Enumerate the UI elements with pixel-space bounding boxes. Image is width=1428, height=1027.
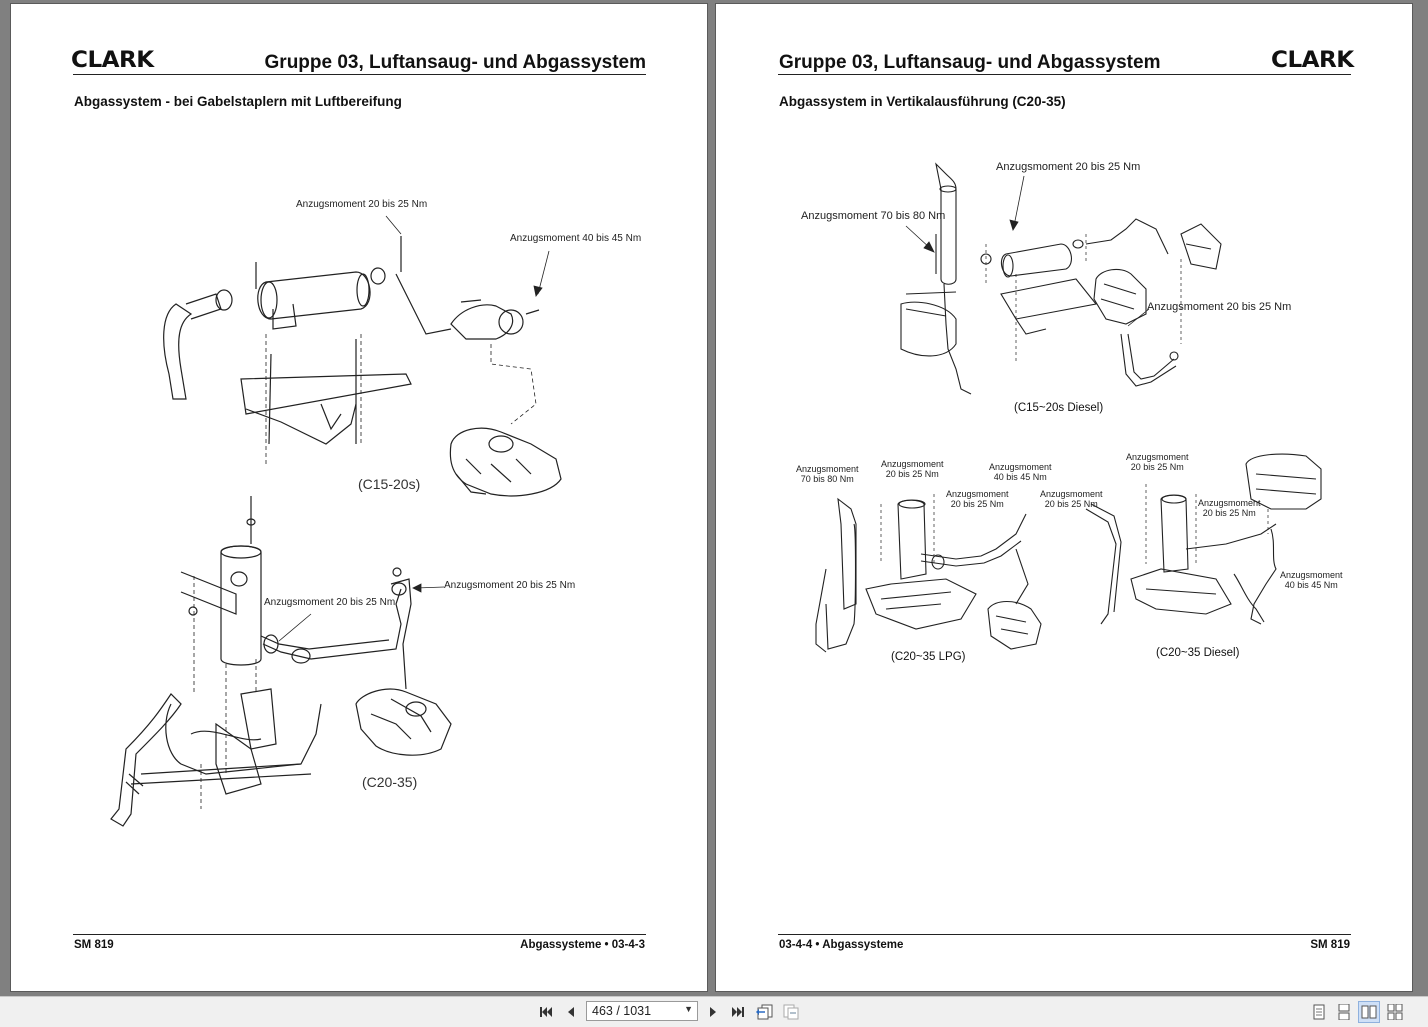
vertical-exhaust-diagram [815, 162, 1322, 653]
last-page-icon[interactable] [727, 1001, 749, 1023]
torque-label: Anzugsmoment 40 bis 45 Nm [510, 233, 642, 244]
diagram-caption: (C15~20s Diesel) [1014, 402, 1104, 414]
torque-label: Anzugsmoment 70 bis 80 Nm [801, 210, 946, 222]
clark-logo: CLARK [1271, 48, 1354, 73]
document-viewport[interactable]: CLARK Gruppe 03, Luftansaug- und Abgassy… [0, 0, 1428, 996]
footer-right: Abgassysteme • 03-4-3 [520, 939, 645, 951]
exhaust-diagram-c15-20s [110, 215, 562, 827]
first-page-icon[interactable] [535, 1001, 557, 1023]
next-page-icon[interactable] [702, 1001, 724, 1023]
page-number-input[interactable]: 463 / 1031 ▼ [586, 1001, 698, 1021]
footer-rule [73, 934, 646, 935]
footer-left: SM 819 [74, 939, 114, 951]
header-rule [73, 74, 646, 75]
two-page-continuous-view-icon[interactable] [1384, 1001, 1406, 1023]
chevron-down-icon[interactable]: ▼ [684, 1004, 693, 1014]
page-subtitle: Abgassystem - bei Gabelstaplern mit Luft… [74, 94, 402, 109]
viewer-toolbar: 463 / 1031 ▼ [0, 996, 1428, 1027]
page-title: Gruppe 03, Luftansaug- und Abgassystem [264, 52, 646, 73]
go-back-view-icon[interactable] [754, 1001, 776, 1023]
footer-left: 03-4-4 • Abgassysteme [779, 939, 904, 951]
go-forward-view-icon[interactable] [780, 1001, 802, 1023]
single-page-view-icon[interactable] [1308, 1001, 1330, 1023]
right-page: Gruppe 03, Luftansaug- und Abgassystem C… [716, 4, 1412, 991]
header-rule [778, 74, 1351, 75]
left-page: CLARK Gruppe 03, Luftansaug- und Abgassy… [11, 4, 707, 991]
footer-right: SM 819 [1310, 939, 1350, 951]
diagram-caption: (C20-35) [362, 774, 418, 790]
footer-rule [778, 934, 1351, 935]
diagram-caption: (C20~35 Diesel) [1156, 647, 1240, 659]
torque-label: Anzugsmoment 20 bis 25 Nm [444, 580, 576, 591]
previous-page-icon[interactable] [560, 1001, 582, 1023]
single-continuous-view-icon[interactable] [1333, 1001, 1355, 1023]
torque-label: Anzugsmoment 20 bis 25 Nm [264, 597, 396, 608]
page-subtitle: Abgassystem in Vertikalausführung (C20-3… [779, 94, 1066, 109]
page-indicator: 463 / 1031 [592, 1004, 652, 1018]
diagram-caption: (C20~35 LPG) [891, 651, 966, 663]
torque-label: Anzugsmoment 20 bis 25 Nm [1147, 301, 1292, 313]
torque-label: Anzugsmoment 20 bis 25 Nm [296, 199, 428, 210]
clark-logo: CLARK [71, 48, 154, 73]
diagram-caption: (C15-20s) [358, 476, 421, 492]
torque-label: Anzugsmoment 20 bis 25 Nm [996, 161, 1141, 173]
two-page-view-icon[interactable] [1358, 1001, 1380, 1023]
page-title: Gruppe 03, Luftansaug- und Abgassystem [779, 52, 1161, 73]
